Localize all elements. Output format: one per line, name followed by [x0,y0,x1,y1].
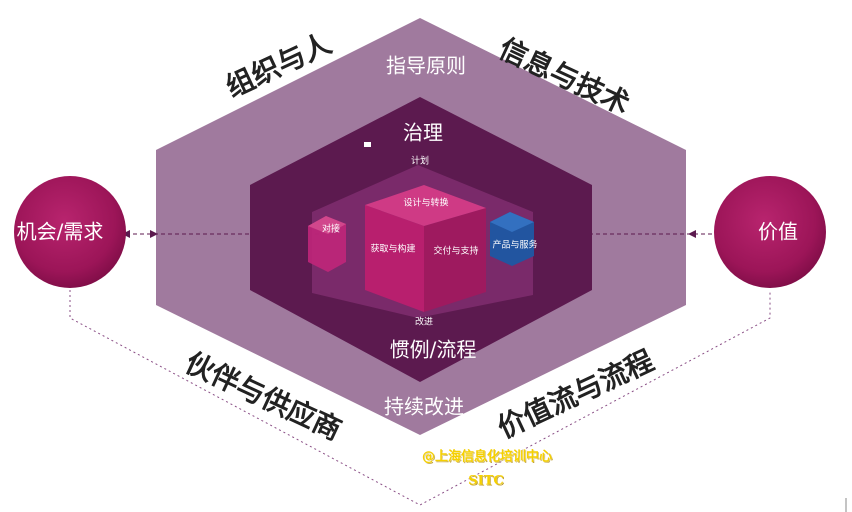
product-service-cube-top [490,212,534,232]
arrow-left-head [122,230,130,238]
products-services-label: 产品与服务 [492,240,538,251]
watermark-sitc: SITC [468,473,504,489]
arrow-left-head-2 [688,230,696,238]
obtain-build-label: 获取与构建 [370,244,416,255]
practices-label: 惯例/流程 [389,337,477,362]
design-transition-label: 设计与转换 [403,198,449,209]
opportunity-demand-circle[interactable] [14,176,126,288]
engage-cube [308,216,346,272]
engage-label: 对接 [321,224,341,235]
deliver-support-label: 交付与支持 [433,246,479,257]
main-cube-left-face [365,205,424,312]
small-white-marker [364,142,371,147]
improve-label: 改进 [414,317,434,328]
arrow-right-head-1 [150,230,158,238]
watermark-org: @上海信息化培训中心 [421,449,553,465]
value-circle[interactable] [714,176,826,288]
engage-cube-top [308,216,346,234]
value-label: 价值 [758,219,798,244]
continual-improvement-label: 持续改进 [384,394,464,419]
main-cube-right-face [424,208,486,312]
plan-label: 计划 [410,156,430,167]
feedback-line [69,290,771,506]
opportunity-demand-label: 机会/需求 [16,219,104,244]
main-cube-top-face [365,185,486,226]
guiding-principles-label: 指导原则 [386,53,466,78]
governance-label: 治理 [403,120,443,145]
